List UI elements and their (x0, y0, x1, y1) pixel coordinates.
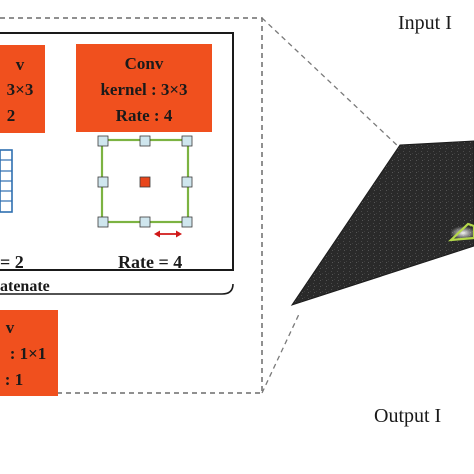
dense-kernel-grid-icon (0, 149, 13, 213)
conv-box-top-right (76, 44, 212, 132)
rate-left-label: = 2 (0, 252, 24, 272)
sar-image-slab (290, 140, 474, 306)
conv-top-left-line3: 2 (7, 106, 16, 125)
rate-right-label: Rate = 4 (118, 252, 182, 272)
target-highlight (447, 222, 474, 242)
input-label: Input I (398, 12, 452, 34)
connector-line-top (261, 17, 401, 149)
conv-top-left-line2: 3×3 (7, 80, 34, 99)
inner-solid-frame (0, 32, 234, 271)
conv-bottom-line3: : 1 (5, 370, 23, 389)
concatenate-brace (0, 283, 234, 295)
dashed-outer-frame (0, 17, 263, 394)
double-arrow-icon (154, 230, 182, 238)
conv-bottom-line2: : 1×1 (10, 344, 47, 363)
concatenate-label: atenate (0, 278, 50, 295)
dilated-kernel-grid-icon (97, 135, 193, 228)
output-label: Output I (374, 405, 441, 427)
conv-box-bottom (0, 310, 58, 396)
conv-top-right-line3: Rate : 4 (116, 106, 173, 125)
conv-top-right-line2: kernel : 3×3 (100, 80, 187, 99)
connector-line-bottom (261, 311, 301, 394)
conv-top-left-line1: v (16, 55, 25, 74)
conv-bottom-line1: v (6, 318, 15, 337)
conv-top-right-line1: Conv (125, 54, 164, 73)
conv-box-top-left (0, 45, 45, 133)
